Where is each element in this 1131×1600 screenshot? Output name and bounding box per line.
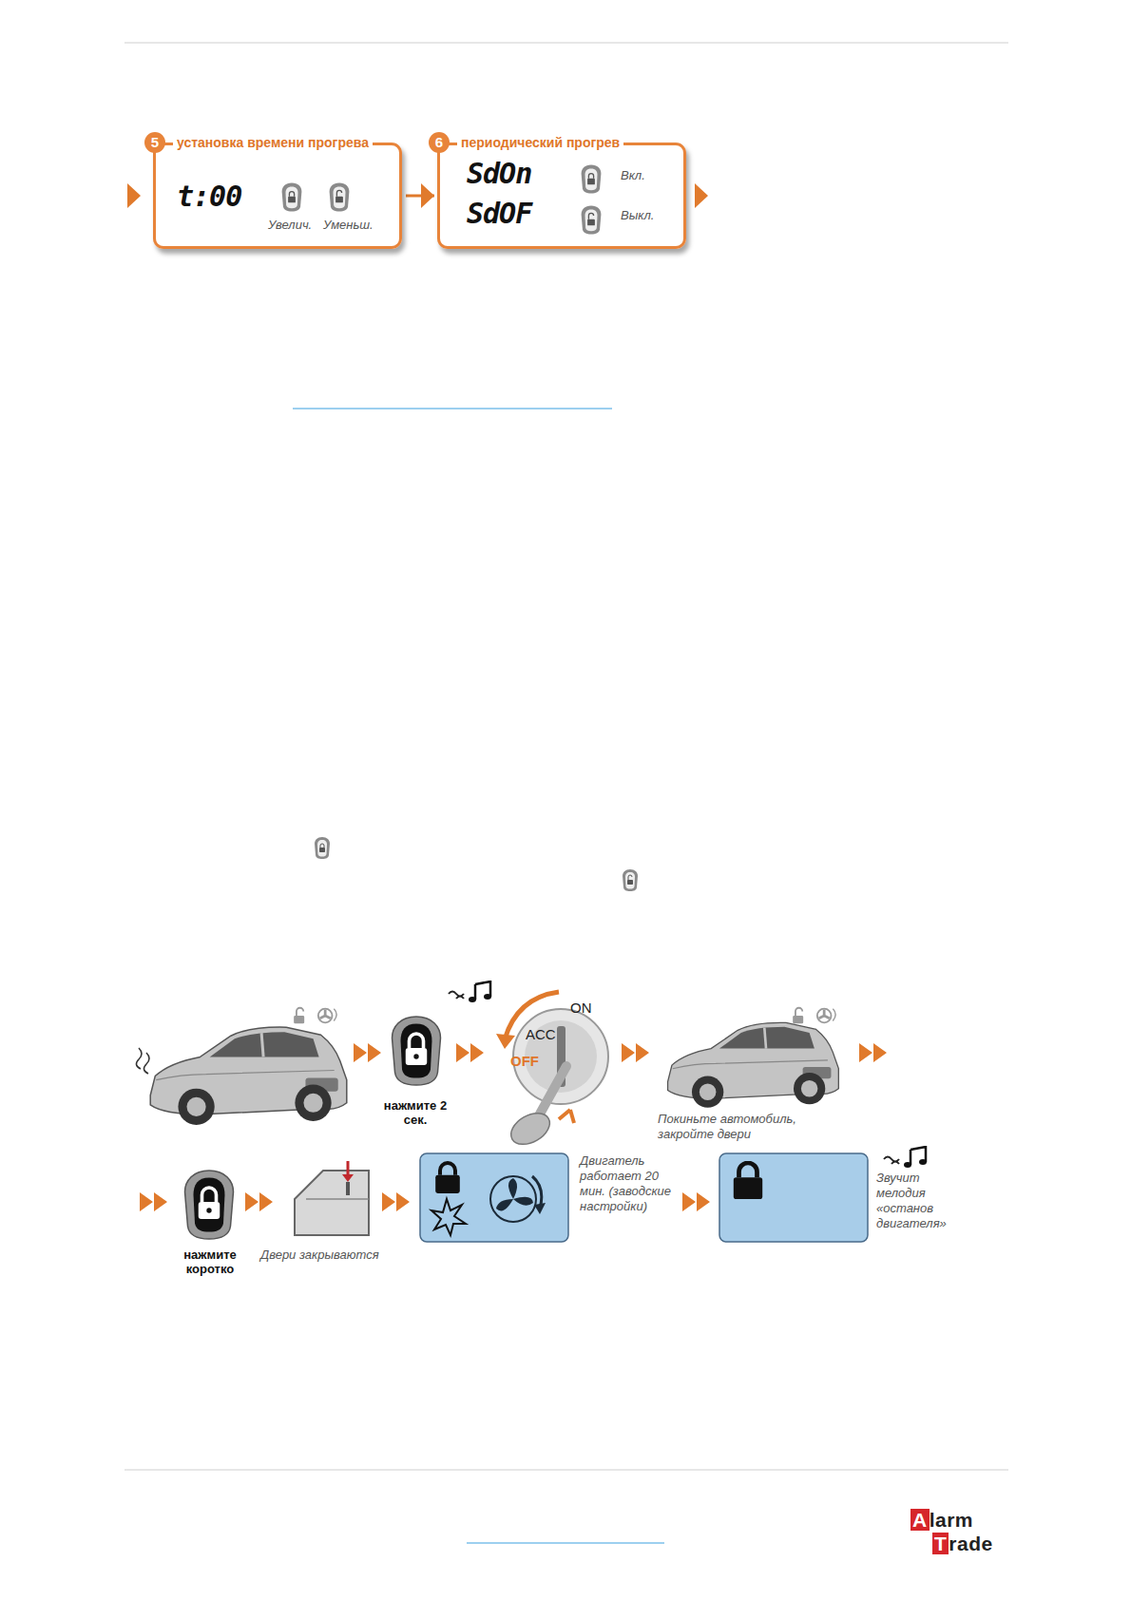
switch-position: ACC <box>525 1026 556 1043</box>
step-caption: Двигатель работает 20 мин. (заводские на… <box>579 1153 675 1215</box>
button-caption: Вкл. <box>620 168 646 183</box>
logo-text: Trade <box>932 1533 994 1556</box>
logo-text: Alarm <box>910 1509 974 1533</box>
panel-title: периодический прогрев <box>457 134 624 151</box>
callout-number: 5 <box>144 132 166 154</box>
step-caption: нажмите коротко <box>169 1247 251 1277</box>
callout-number: 6 <box>428 132 450 154</box>
step-caption: Покиньте автомобиль, закройте двери <box>657 1111 839 1143</box>
setting-panel: периодический прогревSdOnВкл.SdOFВыкл. <box>437 142 687 250</box>
switch-position: ON <box>570 999 593 1016</box>
lcd-readout: t:00 <box>176 179 242 213</box>
lcd-readout: SdOF <box>466 196 532 231</box>
button-caption: Увелич. <box>268 217 312 232</box>
step-caption: Двери закрываются <box>260 1247 384 1264</box>
switch-position: OFF <box>510 1053 539 1070</box>
panel-title: установка времени прогрева <box>172 134 373 151</box>
lcd-readout: SdOn <box>466 156 532 191</box>
flow-arrow <box>405 183 435 209</box>
button-caption: Выкл. <box>620 208 654 223</box>
step-caption: нажмите 2 сек. <box>374 1098 457 1128</box>
step-caption: Звучит мелодия «останов двигателя» <box>876 1170 972 1232</box>
button-caption: Уменьш. <box>323 217 374 232</box>
setting-panel: установка времени прогреваt:00Увелич.Уме… <box>153 142 403 250</box>
